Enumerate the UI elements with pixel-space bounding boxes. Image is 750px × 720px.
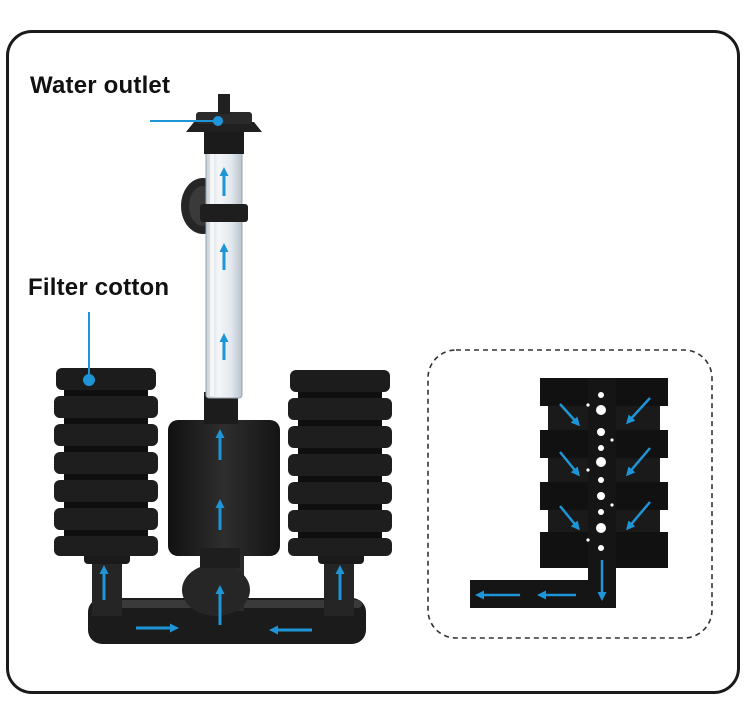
- product-frame: [6, 30, 740, 694]
- flow-arrows-main: [99, 167, 345, 635]
- lift-tube: [200, 147, 248, 399]
- central-chamber: [168, 392, 280, 568]
- right-sponge: [288, 370, 392, 556]
- cross-section-inset: [427, 349, 713, 639]
- outlet-head: [150, 94, 262, 154]
- left-sponge: [54, 368, 158, 556]
- filter-cotton-pointer: [83, 312, 95, 386]
- filter-cotton-label: Filter cotton: [28, 274, 170, 301]
- water-outlet-label: Water outlet: [30, 72, 171, 99]
